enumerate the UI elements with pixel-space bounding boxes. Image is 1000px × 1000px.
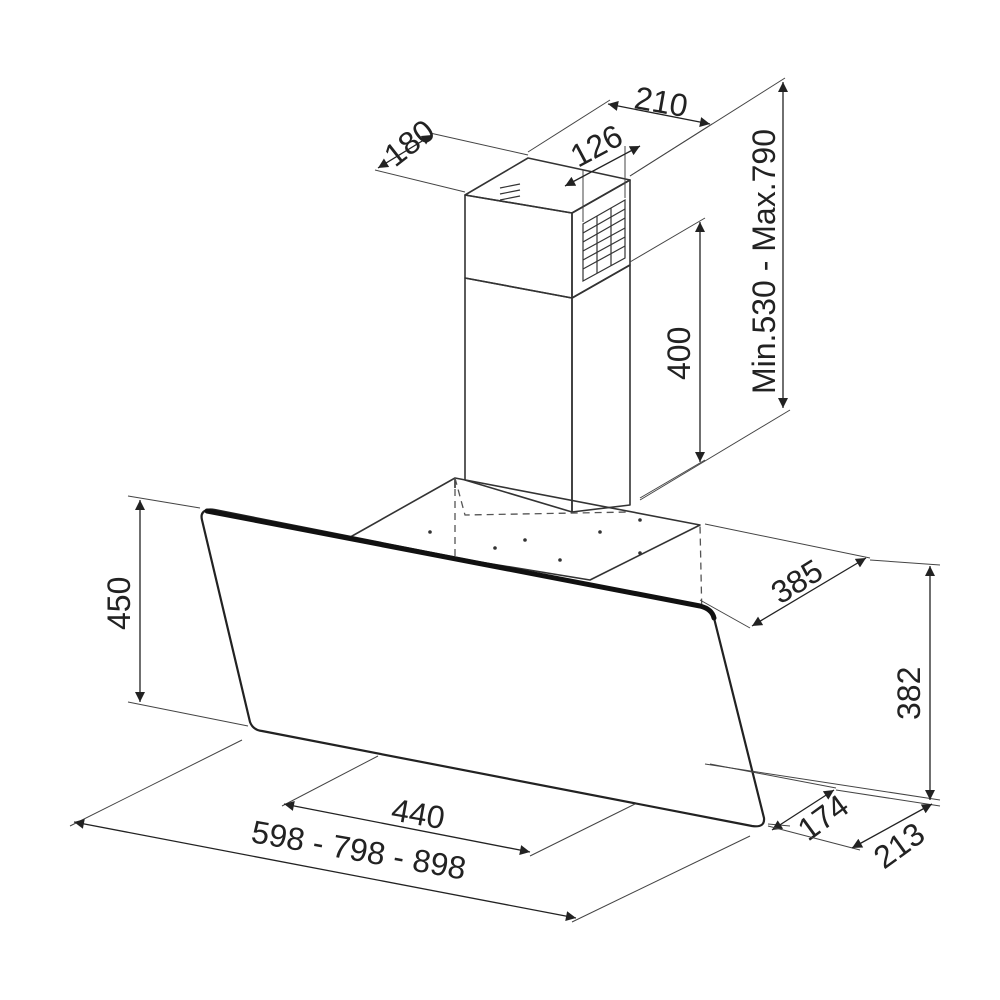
label-440: 440 — [389, 791, 448, 836]
dimension-chimney-range: Min.530 - Max.790 — [629, 77, 791, 501]
label-chimney-range: Min.530 - Max.790 — [746, 129, 782, 394]
label-180: 180 — [377, 112, 441, 173]
dimension-450: 450 — [101, 495, 249, 727]
chimney — [464, 157, 631, 513]
dimension-126: 126 — [564, 117, 641, 222]
dimension-180: 180 — [374, 112, 529, 193]
label-213: 213 — [867, 815, 931, 876]
lower-chimney — [464, 264, 631, 513]
label-400: 400 — [661, 327, 697, 380]
glass-panel — [200, 508, 766, 828]
label-174: 174 — [791, 787, 855, 848]
dimension-385: 385 — [699, 523, 871, 629]
dimension-213: 213 — [767, 789, 941, 876]
label-210: 210 — [632, 79, 691, 124]
label-450: 450 — [101, 577, 137, 630]
small-vent — [499, 183, 521, 201]
label-382: 382 — [891, 667, 927, 720]
mounting-holes — [428, 518, 642, 562]
dimension-400: 400 — [629, 217, 706, 499]
vent-grille — [582, 198, 626, 283]
label-385: 385 — [765, 552, 829, 611]
dimension-210: 210 — [527, 79, 713, 177]
upper-chimney — [464, 157, 631, 299]
dimension-382: 382 — [704, 559, 941, 801]
label-126: 126 — [564, 117, 628, 174]
